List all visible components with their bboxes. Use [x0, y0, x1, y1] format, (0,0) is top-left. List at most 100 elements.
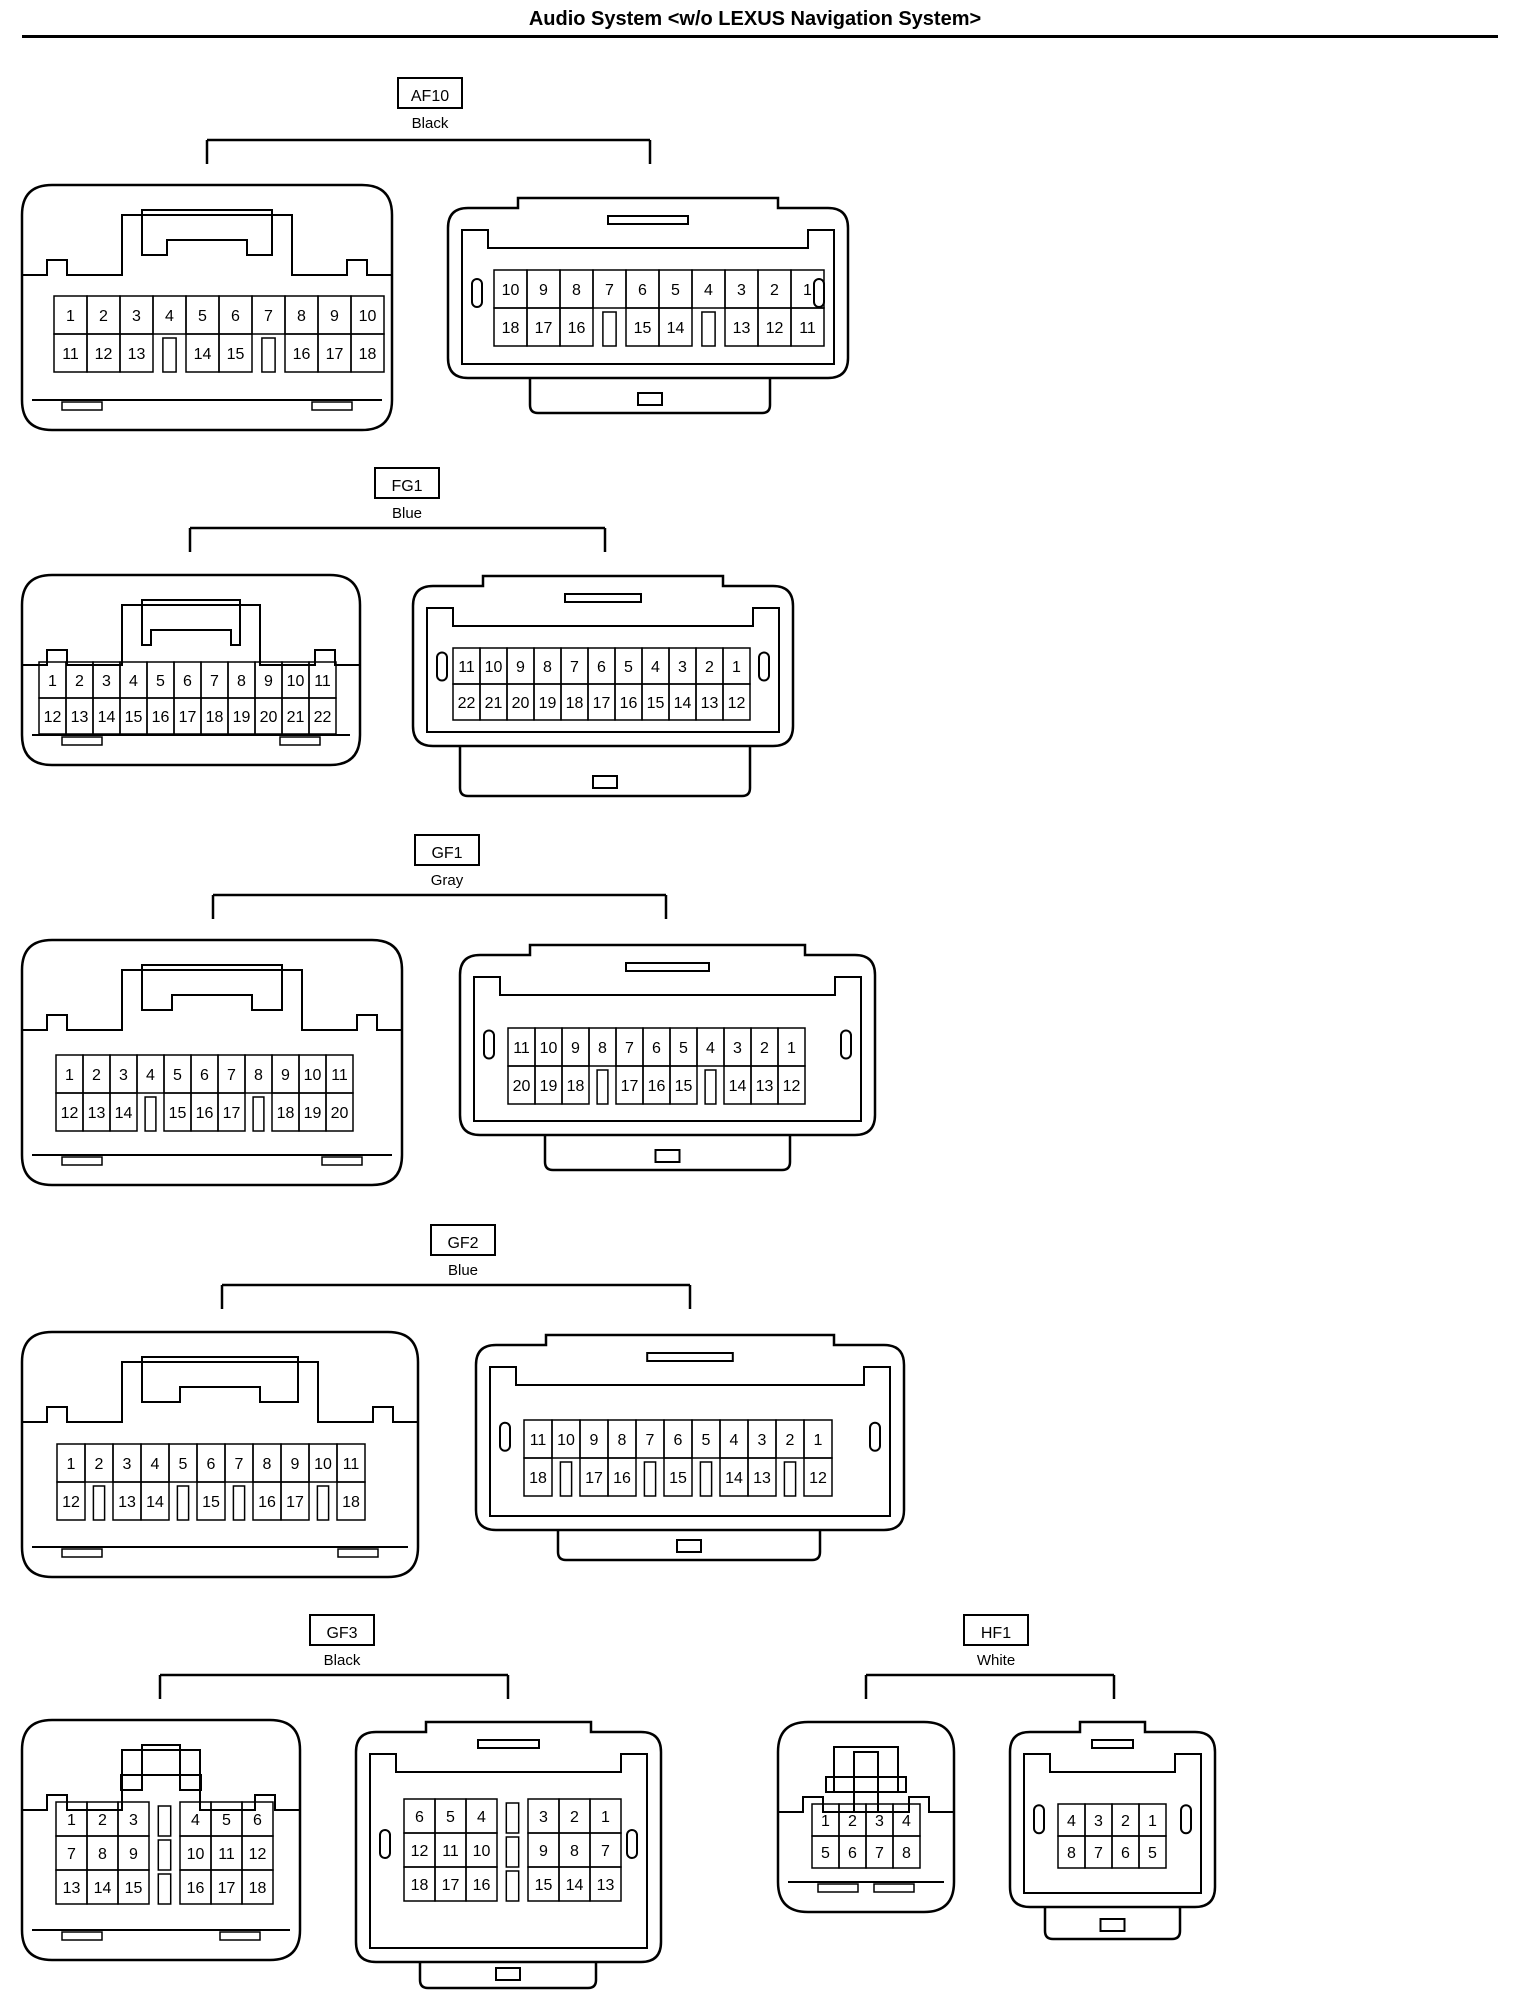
pin-number: 15 [202, 1494, 220, 1511]
inner-cavity [1023, 1753, 1202, 1894]
pin-number: 17 [218, 1880, 236, 1897]
pin-number: 3 [102, 673, 111, 690]
pin-number: 15 [125, 1880, 143, 1897]
pin-number: 4 [730, 1432, 739, 1449]
pin-number: 2 [92, 1067, 101, 1084]
pin-number: 15 [634, 320, 652, 337]
pin-number: 19 [539, 695, 557, 712]
pin-number: 1 [67, 1812, 76, 1829]
pin-cell-m-16 [559, 307, 594, 347]
pin-number: 15 [169, 1105, 187, 1122]
pin-gap [176, 1485, 190, 1521]
pin-number: 20 [260, 709, 278, 726]
lock-tab [654, 1149, 681, 1163]
pin-cell-f-17 [217, 1092, 246, 1132]
latch [141, 599, 241, 646]
pin-gap [157, 1839, 172, 1871]
pin-number: 12 [783, 1078, 801, 1095]
inner-cavity [489, 1366, 891, 1517]
foot-pad [873, 1883, 915, 1893]
title-rule [22, 35, 1498, 38]
pin-gap [699, 1461, 713, 1497]
foot-pad [279, 736, 321, 746]
side-slot [869, 1421, 881, 1452]
housing-outline [446, 196, 850, 380]
connector-color-label: White [977, 1652, 1015, 1669]
side-slot [471, 278, 483, 308]
pin-number: 14 [667, 320, 685, 337]
pin-cell-f-18 [336, 1481, 366, 1521]
pin-number: 7 [605, 282, 614, 299]
pin-number: 18 [529, 1470, 547, 1487]
pin-gap [643, 1461, 657, 1497]
pin-gap [232, 1485, 246, 1521]
side-slot [483, 1029, 495, 1060]
housing-outline [20, 1718, 302, 1962]
pin-number: 3 [733, 1040, 742, 1057]
pin-cell-f-15 [218, 333, 253, 373]
pin-number: 5 [1148, 1845, 1157, 1862]
pin-number: 9 [539, 282, 548, 299]
pin-number: 15 [669, 1470, 687, 1487]
inner-profile [22, 1361, 418, 1423]
pin-number: 16 [473, 1877, 491, 1894]
latch-rail [625, 962, 710, 972]
pin-cell-f-22 [308, 697, 337, 735]
pin-number: 12 [809, 1470, 827, 1487]
pin-number: 5 [446, 1809, 455, 1826]
pin-number: 2 [75, 673, 84, 690]
pin-number: 7 [625, 1040, 634, 1057]
pin-number: 5 [198, 308, 207, 325]
pin-number: 2 [1121, 1813, 1130, 1830]
foot-pad [817, 1883, 859, 1893]
pin-number: 19 [304, 1105, 322, 1122]
pin-number: 9 [264, 673, 273, 690]
pin-number: 2 [848, 1813, 857, 1830]
lock-base [1043, 1907, 1182, 1941]
housing-outline [474, 1333, 906, 1532]
pin-cell-m-18 [561, 1065, 590, 1105]
pin-number: 11 [218, 1846, 235, 1863]
pin-number: 3 [129, 1812, 138, 1829]
pin-number: 6 [597, 659, 606, 676]
housing-outline [776, 1720, 956, 1914]
pin-number: 11 [458, 659, 475, 676]
housing-outline [458, 943, 877, 1137]
side-slot [758, 651, 770, 682]
pin-number: 5 [156, 673, 165, 690]
pin-number: 8 [618, 1432, 627, 1449]
pin-number: 2 [770, 282, 779, 299]
latch-rail [607, 215, 689, 225]
pin-number: 6 [231, 308, 240, 325]
pin-number: 1 [601, 1809, 610, 1826]
inner-profile [22, 969, 402, 1031]
inner-cavity [461, 229, 835, 365]
pin-number: 7 [210, 673, 219, 690]
pin-cell-f-14 [140, 1481, 170, 1521]
pin-number: 10 [287, 673, 305, 690]
pin-number: 11 [343, 1456, 360, 1473]
pin-number: 2 [98, 1812, 107, 1829]
pin-number: 7 [235, 1456, 244, 1473]
pin-number: 8 [598, 1040, 607, 1057]
pin-cell-m-13 [747, 1457, 777, 1497]
pin-number: 9 [129, 1846, 138, 1863]
latch [141, 209, 273, 256]
pin-number: 3 [132, 308, 141, 325]
pin-number: 8 [572, 282, 581, 299]
pin-number: 5 [173, 1067, 182, 1084]
pin-number: 2 [760, 1040, 769, 1057]
lock-base [543, 1135, 792, 1172]
pin-number: 18 [502, 320, 520, 337]
pin-number: 1 [821, 1813, 830, 1830]
foot-pad [61, 1156, 103, 1166]
pin-number: 14 [146, 1494, 164, 1511]
pin-gap [505, 1870, 520, 1902]
connector-color-label: Black [412, 115, 449, 132]
